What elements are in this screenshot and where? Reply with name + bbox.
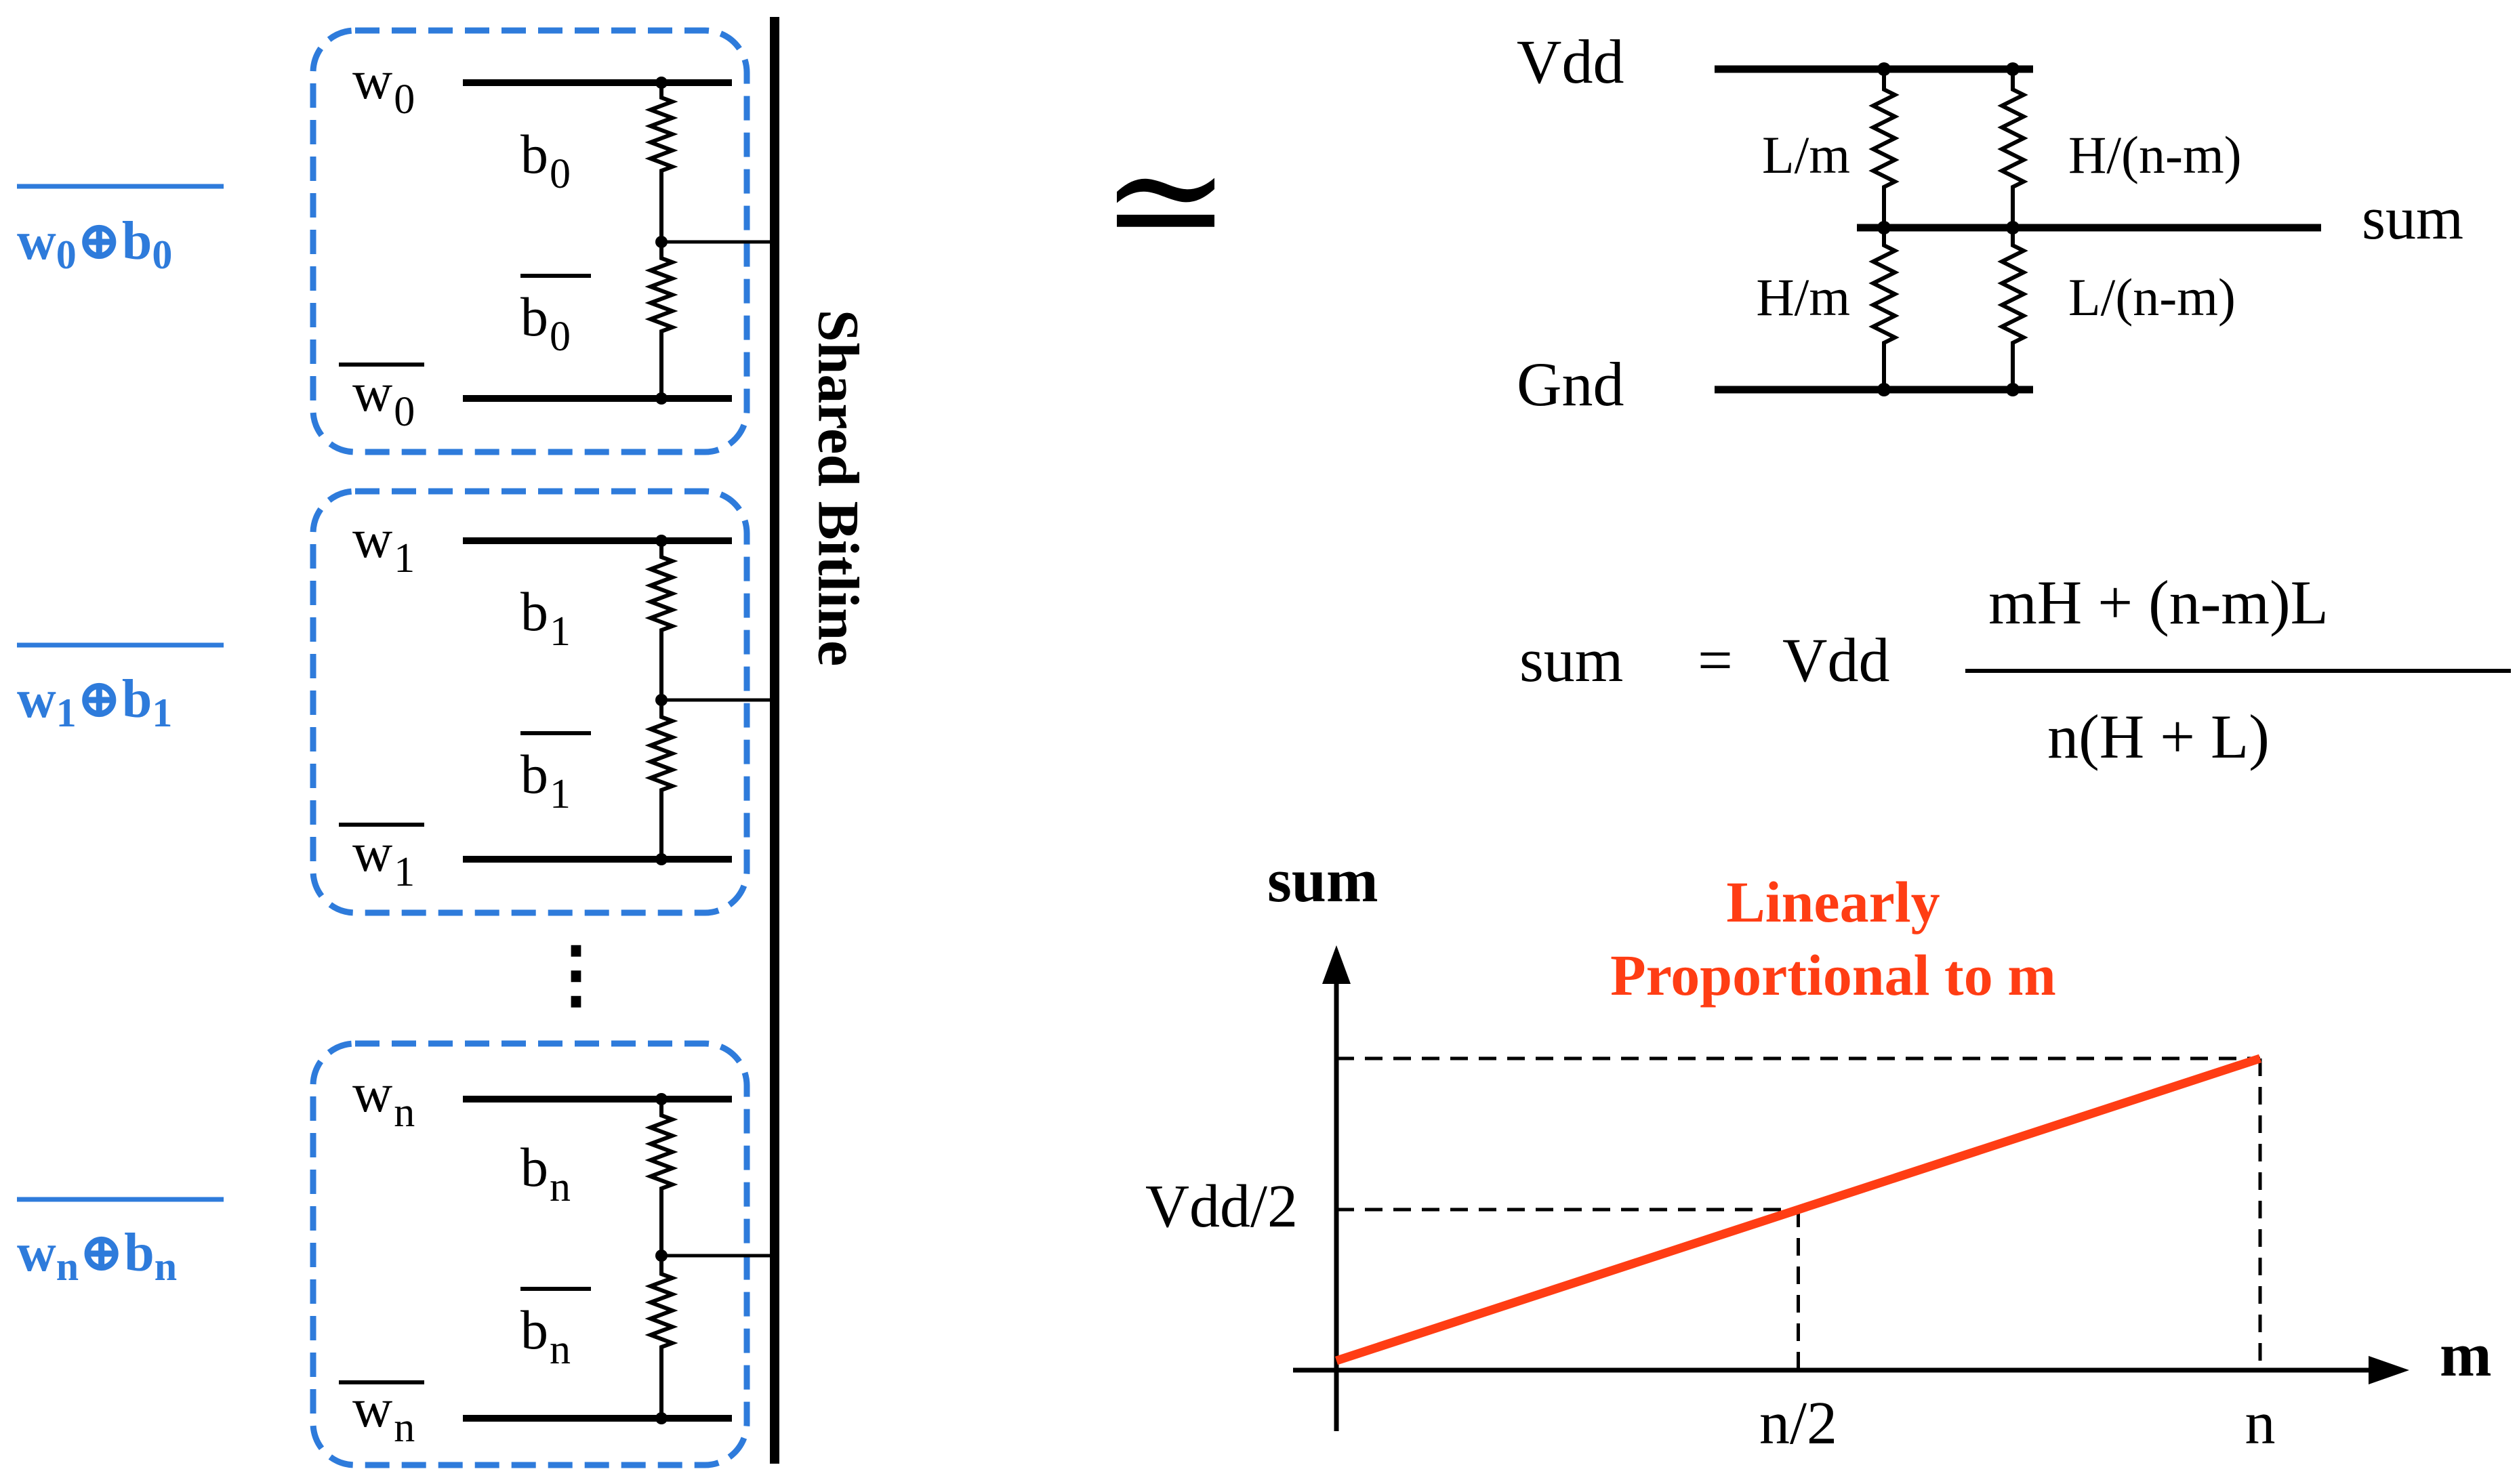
r-top-left-label: L/m [1762,125,1850,184]
y-axis-arrowhead [1322,945,1351,984]
label-w: w0 [352,49,415,123]
svg-text:w0⊕b0: w0⊕b0 [17,211,172,277]
sum-equation: sum = Vdd mH + (n-m)L n(H + L) [1519,568,2511,771]
r-bottom-left-label: H/m [1756,268,1850,327]
memory-cell-0: w0 b0 b0 w0 [310,27,771,455]
xnor-label-0: w0⊕b0 [17,184,224,277]
cell-boundary [310,1040,750,1468]
resistor-bottom-right [1997,228,2028,390]
sum-vs-m-chart: sum m Linearly Proportional to m n/2 n Vdd… [1145,846,2492,1457]
junction-dot [655,392,668,405]
r-top-right-label: H/(n-m) [2068,125,2242,184]
approx-symbol: ≃ [1101,115,1231,288]
x-axis-arrowhead [2369,1356,2409,1384]
junction-dot [2006,62,2020,76]
chart-marks: n/2 n Vdd/2 [1145,1054,2276,1457]
label-b: b1 [520,581,571,655]
equation-equals: = [1698,625,1733,695]
svg-text:wn⊕bn: wn⊕bn [17,1223,177,1289]
memory-cell-n: wn bn bn wn [310,1040,771,1468]
x-axis-label: m [2440,1320,2492,1389]
label-b-bar: bn [520,1299,571,1373]
junction-dot [655,1250,668,1262]
equation-denominator: n(H + L) [2047,702,2270,771]
sum-label: sum [2362,185,2463,252]
x-tick-label: n [2245,1390,2276,1457]
junction-dot [655,77,668,89]
resistor-b-bar [644,1256,678,1418]
resistor-bottom-left [1868,228,1900,390]
label-w: wn [352,1062,415,1136]
resistor-b-bar [644,700,678,859]
bitline-label: Shared Bitline [806,310,871,666]
memory-cell-1: w1 b1 b1 w1 [310,488,771,916]
series-line [1334,1054,2262,1365]
annotation-line-2: Proportional to m [1610,943,2056,1008]
label-w: w1 [352,508,415,581]
label-w-bar: w1 [352,821,415,895]
svg-text:w1⊕b1: w1⊕b1 [17,669,172,735]
cell-boundary [310,27,750,455]
equation-factor: Vdd [1782,625,1889,695]
equation-numerator: mH + (n-m)L [1988,568,2329,637]
junction-dot [1877,221,1891,234]
junction-dot [655,535,668,547]
xnor-label-n: wn⊕bn [17,1197,224,1289]
resistor-top-right [1997,69,2028,228]
junction-dot [655,1093,668,1105]
junction-dot [655,236,668,248]
ellipsis: ⋮ [539,933,613,1016]
resistor-b [644,83,678,242]
xnor-label-1: w1⊕b1 [17,642,224,735]
junction-dot [2006,383,2020,396]
resistor-b [644,1099,678,1256]
annotation-line-1: Linearly [1726,869,1940,934]
gnd-label: Gnd [1517,350,1624,419]
junction-dot [1877,383,1891,396]
label-w-bar: w0 [352,361,415,435]
r-bottom-right-label: L/(n-m) [2068,268,2236,327]
cell-boundary [310,488,750,916]
resistor-b-bar [644,242,678,398]
label-b: bn [520,1136,571,1210]
label-b: b0 [520,123,571,197]
x-tick-label: n/2 [1759,1390,1837,1457]
y-axis-label: sum [1267,846,1378,915]
junction-dot [655,1412,668,1424]
resistor-b [644,541,678,700]
equivalent-circuit: Vdd Gnd sum L/m H/(n-m) H/m L/(n-m) [1517,27,2463,419]
label-b-bar: b0 [520,286,571,360]
junction-dot [2006,221,2020,234]
resistor-top-left [1868,69,1900,228]
junction-dot [655,853,668,865]
junction-dot [1877,62,1891,76]
label-b-bar: b1 [520,743,571,817]
label-w-bar: wn [352,1377,415,1451]
junction-dot [655,694,668,706]
y-tick-label: Vdd/2 [1145,1173,1298,1240]
vdd-label: Vdd [1517,27,1624,96]
equation-lhs: sum [1519,625,1623,695]
